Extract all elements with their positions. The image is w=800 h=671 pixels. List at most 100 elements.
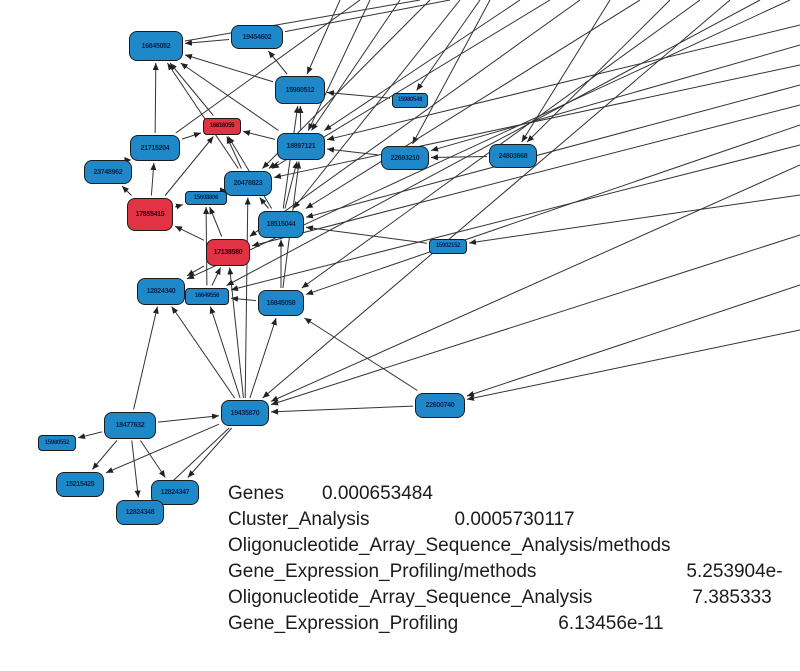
node-label: 15980552 bbox=[44, 440, 70, 446]
graph-node-15980552[interactable]: 15980552 bbox=[38, 435, 76, 451]
graph-edge bbox=[468, 194, 800, 245]
stat-line-gene-expr-methods: Gene_Expression_Profiling/methods 5.25390… bbox=[228, 559, 800, 585]
graph-edge bbox=[284, 161, 299, 209]
graph-edge bbox=[150, 162, 157, 196]
graph-edge bbox=[169, 62, 214, 116]
graph-edge bbox=[209, 206, 223, 237]
graph-edge bbox=[305, 124, 800, 295]
graph-edge bbox=[311, 0, 401, 131]
node-label: 21715204 bbox=[140, 144, 170, 152]
graph-edge bbox=[230, 144, 800, 292]
node-label: 18477632 bbox=[115, 421, 145, 429]
node-label: 16649556 bbox=[194, 293, 220, 299]
graph-node-15215425[interactable]: 15215425 bbox=[56, 471, 104, 497]
graph-node-19454602[interactable]: 19454602 bbox=[231, 25, 283, 49]
graph-edge bbox=[180, 62, 279, 131]
node-label: 12824340 bbox=[146, 287, 176, 295]
graph-edge bbox=[416, 0, 481, 91]
node-label: 12824347 bbox=[160, 488, 190, 496]
node-label: 18897121 bbox=[286, 142, 316, 150]
graph-edge bbox=[157, 413, 220, 423]
graph-edge bbox=[270, 164, 800, 402]
node-label: 15608806 bbox=[193, 195, 219, 201]
graph-edge bbox=[152, 62, 159, 134]
node-label: 20478823 bbox=[233, 179, 263, 187]
graph-edge bbox=[430, 44, 800, 152]
graph-edge bbox=[230, 295, 257, 302]
graph-edge bbox=[174, 203, 184, 210]
graph-edge bbox=[466, 329, 800, 401]
graph-node-18515044[interactable]: 18515044 bbox=[258, 210, 304, 238]
graph-edge bbox=[305, 84, 800, 219]
graph-edge bbox=[211, 267, 222, 286]
graph-node-18477632[interactable]: 18477632 bbox=[104, 411, 156, 439]
stat-term: Gene_Expression_Profiling bbox=[228, 613, 459, 634]
graph-edge bbox=[226, 0, 761, 286]
stat-term: Genes bbox=[228, 483, 284, 504]
graph-edge bbox=[304, 317, 418, 391]
graph-edge bbox=[184, 38, 230, 46]
graph-node-22600740[interactable]: 22600740 bbox=[415, 392, 465, 418]
stat-value: 6.13456e-11 bbox=[558, 613, 664, 634]
node-label: 16845058 bbox=[266, 299, 296, 307]
graph-node-17138580[interactable]: 17138580 bbox=[206, 238, 250, 266]
node-label: 15980548 bbox=[397, 97, 423, 103]
graph-edge bbox=[164, 136, 214, 196]
graph-edge bbox=[184, 54, 274, 83]
stat-line-gene-expr: Gene_Expression_Profiling 6.13456e-11 bbox=[228, 611, 800, 637]
graph-edge bbox=[284, 0, 451, 33]
stat-value: 5.253904e- bbox=[686, 561, 783, 582]
graph-edge bbox=[226, 136, 242, 169]
graph-node-24803668[interactable]: 24803668 bbox=[489, 144, 537, 168]
graph-node-19435870[interactable]: 19435870 bbox=[221, 400, 269, 426]
graph-node-16816055[interactable]: 16816055 bbox=[203, 117, 241, 135]
graph-node-15980512[interactable]: 15980512 bbox=[275, 76, 325, 104]
graph-node-16845058[interactable]: 16845058 bbox=[258, 290, 304, 316]
graph-edge bbox=[105, 423, 220, 474]
graph-node-18897121[interactable]: 18897121 bbox=[277, 132, 325, 160]
graph-edge bbox=[175, 0, 361, 134]
graph-node-16845052[interactable]: 16845052 bbox=[129, 31, 183, 61]
graph-edge bbox=[131, 440, 141, 498]
stat-term: Oligonucleotide_Array_Sequence_Analysis bbox=[228, 587, 593, 608]
node-label: 16845052 bbox=[141, 42, 171, 50]
graph-edge bbox=[323, 0, 521, 131]
graph-node-12824340[interactable]: 12824340 bbox=[137, 277, 185, 305]
graph-edge bbox=[209, 306, 241, 399]
node-label: 18515044 bbox=[266, 220, 296, 228]
graph-edge bbox=[91, 440, 118, 470]
graph-node-12824348[interactable]: 12824348 bbox=[116, 499, 164, 525]
graph-node-23748962[interactable]: 23748962 bbox=[84, 160, 132, 184]
node-label: 22693210 bbox=[390, 154, 420, 162]
graph-node-15980548[interactable]: 15980548 bbox=[392, 92, 428, 108]
stat-value: 0.0005730117 bbox=[454, 509, 575, 530]
graph-edge bbox=[249, 317, 277, 399]
node-label: 19454602 bbox=[242, 33, 272, 41]
node-label: 24803668 bbox=[498, 152, 528, 160]
graph-node-21715204[interactable]: 21715204 bbox=[130, 135, 180, 161]
graph-edge bbox=[242, 130, 276, 140]
graph-edge bbox=[292, 0, 461, 209]
graph-edge bbox=[267, 50, 288, 75]
node-label: 23748962 bbox=[93, 168, 123, 176]
graph-edge bbox=[251, 104, 800, 247]
graph-edge bbox=[77, 431, 103, 440]
graph-node-15902152[interactable]: 15902152 bbox=[429, 238, 467, 254]
graph-node-22693210[interactable]: 22693210 bbox=[381, 146, 429, 170]
graph-edge bbox=[326, 24, 800, 141]
graph-edge bbox=[181, 132, 202, 140]
graph-node-16649556[interactable]: 16649556 bbox=[185, 287, 229, 305]
graph-node-17855415[interactable]: 17855415 bbox=[127, 197, 173, 231]
graph-node-15608806[interactable]: 15608806 bbox=[185, 191, 227, 205]
graph-node-20478823[interactable]: 20478823 bbox=[224, 170, 272, 196]
stat-term: Gene_Expression_Profiling/methods bbox=[228, 561, 537, 582]
graph-edge bbox=[244, 197, 251, 399]
graph-edge bbox=[139, 440, 166, 478]
graph-edge bbox=[305, 225, 428, 244]
graph-edge bbox=[184, 0, 421, 42]
